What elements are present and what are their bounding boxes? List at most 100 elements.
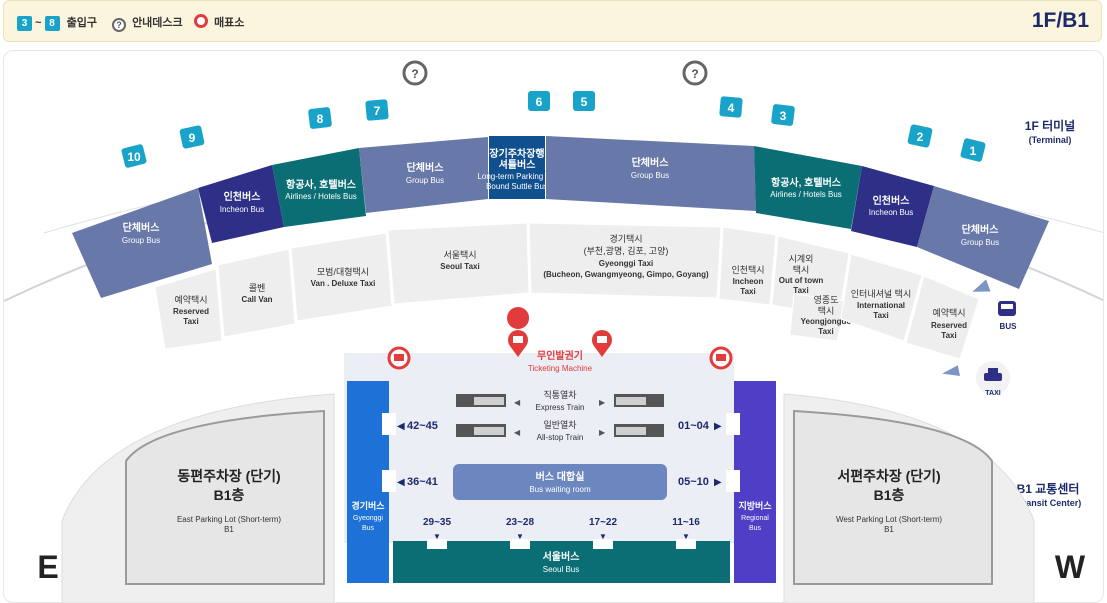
gate-9[interactable]: 9 — [179, 125, 205, 149]
arrow-down-icon: ▼ — [682, 532, 690, 541]
gyeonggi-bus-ko: 경기버스 — [351, 500, 385, 511]
group-bus-zone-right[interactable] — [917, 186, 1049, 289]
group-bus-mid-left-ko: 단체버스 — [407, 161, 444, 174]
van-deluxe-zone[interactable] — [290, 232, 393, 322]
intl-taxi-en2: Taxi — [873, 311, 888, 320]
terminal-label-ko: 1F 터미널 — [1025, 118, 1075, 133]
platform-11-16[interactable]: 11~16 — [672, 517, 700, 528]
reserved-right-ko: 예약택시 — [932, 307, 965, 318]
gate-4-label: 4 — [728, 101, 735, 115]
group-bus-zone-mid-right[interactable] — [546, 136, 756, 211]
compass-east: E — [37, 549, 58, 585]
ticketing-ko: 무인발권기 — [537, 349, 583, 362]
escalator-icon — [614, 424, 664, 437]
terminal-label-en: (Terminal) — [1029, 135, 1072, 145]
platform-17-22[interactable]: 17~22 — [589, 517, 618, 528]
arrow-left-icon: ◀ — [514, 398, 521, 407]
gate-6[interactable]: 6 — [528, 91, 550, 111]
longterm-ko2: 셔틀버스 — [499, 158, 536, 171]
gate-5[interactable]: 5 — [573, 91, 595, 111]
allstop-train-en[interactable]: All-stop Train — [537, 433, 584, 442]
west-parking-ko1: 서편주차장 (단기) — [837, 468, 940, 484]
seoul-bus-zone[interactable] — [393, 541, 730, 583]
reserved-taxi-zone-left[interactable] — [154, 268, 223, 350]
arrow-left-icon — [942, 365, 961, 376]
intl-taxi-en1: International — [857, 301, 905, 310]
compass-west: W — [1055, 549, 1086, 585]
reserved-left-ko: 예약택시 — [174, 294, 207, 305]
bus-icon[interactable]: BUS — [998, 301, 1017, 331]
gate-1[interactable]: 1 — [960, 138, 986, 163]
platform-01-04[interactable]: 01~04 — [678, 420, 710, 432]
terminal-map: 단체버스 Group Bus 인천버스 Incheon Bus 항공사, 호텔버… — [4, 60, 1103, 602]
callvan-zone[interactable] — [217, 248, 296, 338]
express-train-en[interactable]: Express Train — [536, 403, 585, 412]
legend-info-desk-label: 안내데스크 — [132, 17, 183, 29]
ticket-office-icon[interactable] — [387, 346, 411, 370]
longterm-shuttle-zone[interactable] — [489, 136, 545, 199]
east-parking-en2: B1 — [224, 525, 234, 534]
east-parking-lot[interactable] — [125, 409, 325, 585]
taxi-icon[interactable]: TAXI — [976, 361, 1010, 397]
yeongjongdo-taxi-zone[interactable] — [789, 293, 848, 342]
platform-42-45[interactable]: 42~45 — [407, 420, 438, 432]
gate-8[interactable]: 8 — [308, 107, 332, 130]
arrow-down-icon: ▼ — [599, 532, 607, 541]
hotel-bus-right-ko: 항공사, 호텔버스 — [771, 176, 841, 189]
gate-10[interactable]: 10 — [121, 144, 147, 169]
platform-tab — [593, 539, 613, 549]
seoul-bus-en: Seoul Bus — [543, 565, 579, 574]
platform-05-10[interactable]: 05~10 — [678, 476, 709, 488]
gate-3[interactable]: 3 — [771, 104, 795, 127]
gate-1-label: 1 — [970, 144, 977, 158]
gyeonggi-taxi-ko2: (부천,광명, 김포, 고양) — [584, 245, 669, 256]
ticket-office-icon[interactable] — [709, 346, 733, 370]
seoul-taxi-zone[interactable] — [387, 222, 530, 305]
international-taxi-zone[interactable] — [840, 253, 923, 342]
platform-29-35[interactable]: 29~35 — [423, 517, 452, 528]
group-bus-zone-left[interactable] — [72, 188, 212, 298]
transit-label-ko: B1 교통센터 — [1017, 481, 1080, 496]
gate-7[interactable]: 7 — [365, 99, 389, 121]
map-frame: 단체버스 Group Bus 인천버스 Incheon Bus 항공사, 호텔버… — [3, 50, 1104, 603]
yeongjongdo-en2: Taxi — [818, 327, 833, 336]
svg-text:?: ? — [691, 67, 698, 81]
legend-ticket-office: 매표소 — [194, 14, 244, 30]
incheon-taxi-zone[interactable] — [718, 226, 777, 306]
incheon-bus-left-en: Incheon Bus — [220, 205, 264, 214]
group-bus-left-ko: 단체버스 — [123, 221, 160, 234]
platform-36-41[interactable]: 36~41 — [407, 476, 438, 488]
gate-2[interactable]: 2 — [907, 124, 933, 148]
seoul-taxi-en: Seoul Taxi — [440, 262, 479, 271]
incheon-bus-right-ko: 인천버스 — [873, 194, 910, 207]
reserved-taxi-zone-right[interactable] — [905, 275, 980, 360]
west-parking-ko2: B1층 — [874, 487, 905, 503]
west-parking-lot[interactable] — [793, 409, 993, 585]
legend-ticket-office-label: 매표소 — [214, 17, 245, 29]
ticketing-machine-pin-icon[interactable] — [592, 330, 612, 357]
gyeonggi-taxi-zone[interactable] — [528, 222, 722, 299]
arrow-left-icon: ◀ — [397, 477, 405, 488]
group-bus-mid-right-ko: 단체버스 — [632, 156, 669, 169]
callvan-ko: 콜벤 — [249, 283, 266, 293]
out-of-town-en2: Taxi — [793, 286, 808, 295]
bus-waiting-room[interactable] — [453, 464, 667, 500]
hotel-bus-zone-right[interactable] — [754, 146, 862, 229]
group-bus-zone-mid-left[interactable] — [359, 137, 488, 213]
incheon-bus-zone-right[interactable] — [851, 166, 934, 247]
info-desk-icon[interactable]: ? — [402, 60, 428, 86]
gate-4[interactable]: 4 — [719, 96, 743, 118]
longterm-en2: Bound Suttle Bus — [486, 182, 548, 191]
incheon-bus-zone-left[interactable] — [198, 165, 284, 243]
hotel-bus-zone-left[interactable] — [272, 148, 366, 227]
regional-bus-en1: Regional — [741, 515, 769, 522]
arrow-right-icon: ▶ — [599, 428, 606, 437]
platform-23-28[interactable]: 23~28 — [506, 517, 535, 528]
gyeonggi-bus-en2: Bus — [362, 525, 375, 532]
van-deluxe-ko: 모범/대형택시 — [317, 267, 369, 277]
arrow-down-icon: ▼ — [516, 532, 524, 541]
ticketing-en: Ticketing Machine — [528, 364, 593, 373]
info-desk-icon[interactable]: ? — [682, 60, 708, 86]
ticketing-machine-pin-icon[interactable] — [507, 307, 530, 357]
regional-bus-zone[interactable] — [734, 381, 776, 583]
